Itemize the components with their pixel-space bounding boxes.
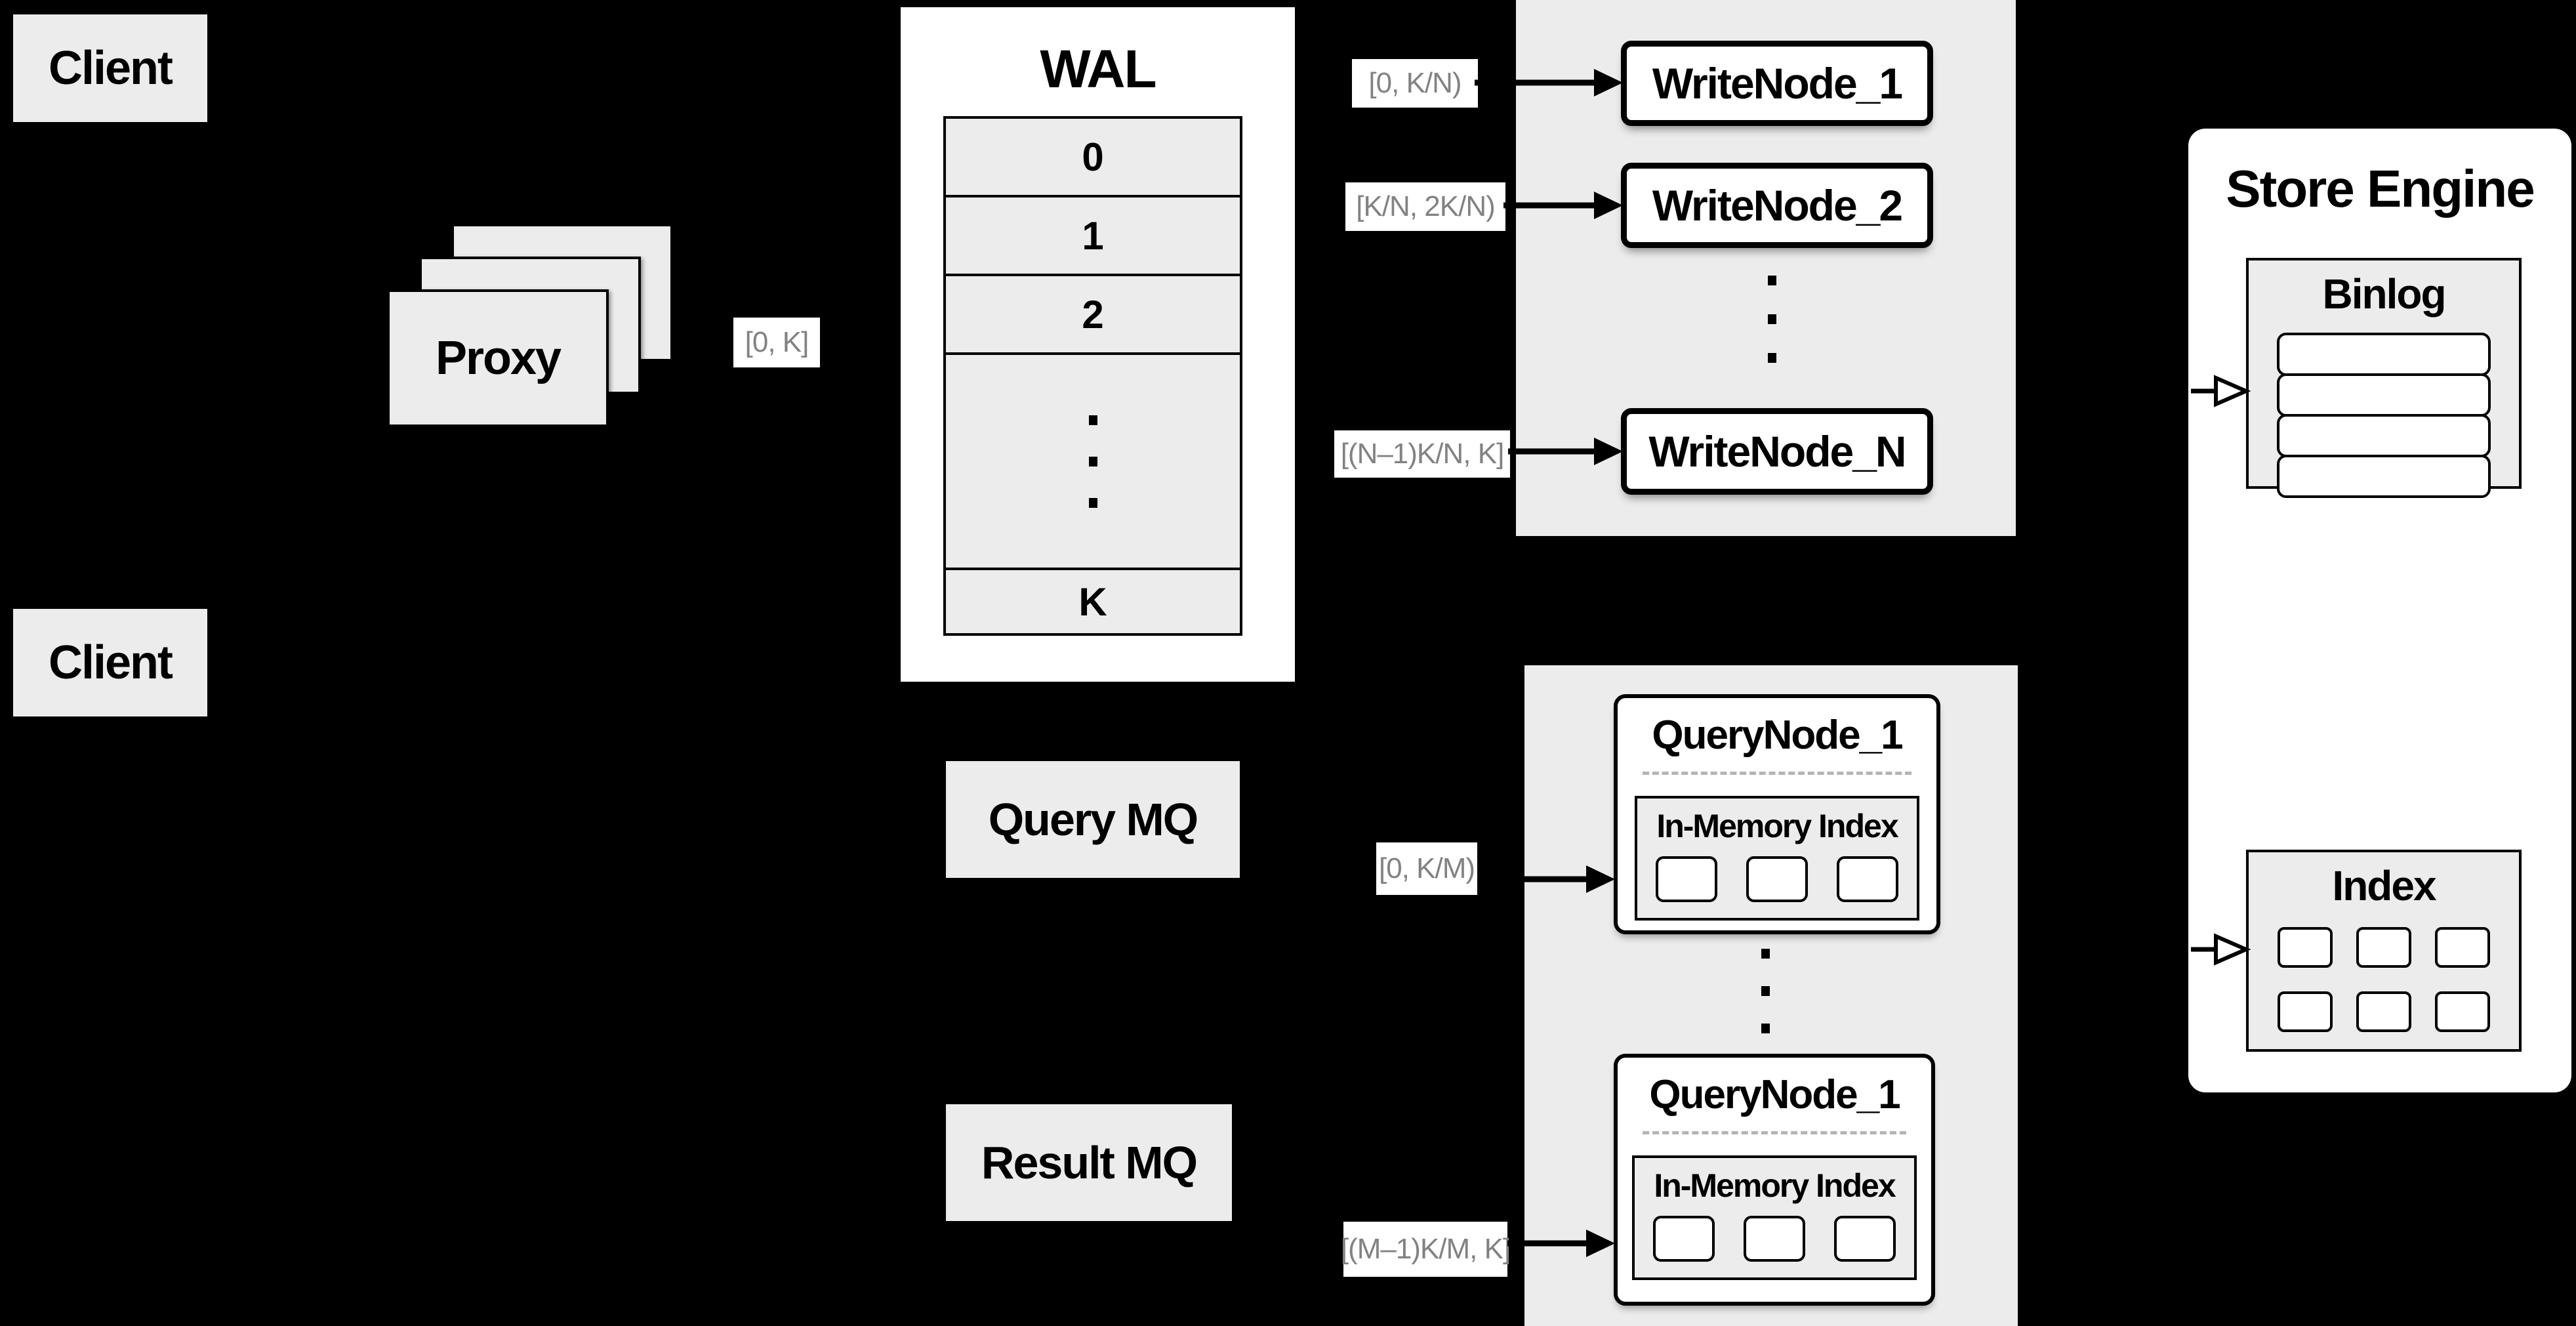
result-mq-label: Result MQ	[981, 1137, 1198, 1188]
memory-segment	[1837, 856, 1898, 902]
index-title: Index	[2332, 862, 2436, 909]
write-node-n: WriteNode_N	[1621, 408, 1933, 495]
query-mq-label: Query MQ	[988, 794, 1199, 845]
proxy-card-front: Proxy	[387, 289, 609, 427]
query-mq-box: Query MQ	[946, 761, 1240, 878]
index-cell	[2356, 991, 2411, 1032]
index-box: Index	[2246, 850, 2522, 1052]
query-node-top: QueryNode_1 In-Memory Index	[1614, 694, 1940, 934]
in-memory-index-title: In-Memory Index	[1654, 1167, 1896, 1204]
memory-segment	[1834, 1216, 1896, 1262]
wal-panel: WAL 0 1 2 K	[901, 7, 1295, 682]
wal-row-k: K	[946, 570, 1240, 633]
wal-row-1: 1	[946, 197, 1240, 276]
client-box-top: Client	[13, 14, 207, 122]
client-top-label: Client	[48, 42, 173, 94]
ellipsis-dot	[1767, 314, 1776, 324]
in-memory-index-box: In-Memory Index	[1632, 1155, 1917, 1280]
memory-segment	[1653, 1216, 1715, 1262]
memory-segment	[1744, 1216, 1805, 1262]
wal-title: WAL	[1040, 39, 1156, 99]
edge-label-0-kn: [0, K/N)	[1352, 59, 1478, 108]
index-cell	[2278, 991, 2333, 1032]
ellipsis-dot	[1767, 352, 1776, 363]
memory-segment	[1656, 856, 1717, 902]
wal-row-2: 2	[946, 276, 1240, 355]
ellipsis-dot	[1767, 275, 1776, 285]
arrow-to-querynode-top	[1477, 865, 1615, 893]
in-memory-index-title: In-Memory Index	[1656, 808, 1898, 844]
client-bottom-label: Client	[48, 636, 173, 689]
index-cell	[2278, 927, 2333, 968]
binlog-segment	[2277, 333, 2491, 376]
query-node-top-title: QueryNode_1	[1652, 712, 1903, 758]
wal-row-ellipsis	[946, 355, 1240, 570]
edge-label-m1km-k: [(M–1)K/M, K]	[1341, 1222, 1511, 1277]
binlog-segment	[2277, 414, 2491, 457]
in-memory-index-box: In-Memory Index	[1635, 796, 1919, 921]
edge-label-kn-2kn: [K/N, 2K/N)	[1345, 182, 1505, 231]
edge-label-0-k: [0, K]	[733, 318, 820, 367]
binlog-segment	[2277, 455, 2491, 498]
write-node-2: WriteNode_2	[1621, 163, 1933, 248]
query-node-divider	[1643, 772, 1912, 775]
arrow-to-querynode-bottom	[1507, 1230, 1615, 1257]
binlog-box: Binlog	[2246, 258, 2522, 498]
result-mq-box: Result MQ	[946, 1104, 1232, 1221]
binlog-segment	[2277, 373, 2491, 417]
client-box-bottom: Client	[13, 609, 207, 716]
wal-table: 0 1 2 K	[943, 116, 1242, 636]
proxy-label: Proxy	[435, 332, 562, 384]
ellipsis-dot	[1761, 948, 1770, 959]
write-node-1: WriteNode_1	[1621, 41, 1933, 126]
ellipsis-dot	[1761, 1023, 1770, 1033]
arrow-to-writenode-n	[1508, 438, 1623, 465]
query-node-divider	[1643, 1131, 1906, 1134]
memory-segment	[1746, 856, 1808, 902]
wal-row-0: 0	[946, 119, 1240, 197]
arrow-to-writenode-1	[1475, 69, 1623, 96]
arrow-to-binlog	[2191, 375, 2251, 407]
ellipsis-dot	[1088, 456, 1097, 466]
index-cell	[2435, 991, 2490, 1032]
ellipsis-dot	[1088, 415, 1097, 425]
proxy-stack: Proxy	[387, 224, 673, 427]
store-engine-panel: Store Engine Binlog Index	[2188, 129, 2571, 1092]
query-nodes-ellipsis	[1761, 947, 1770, 1034]
arrow-to-index	[2191, 933, 2251, 966]
write-nodes-ellipsis	[1767, 274, 1776, 363]
ellipsis-dot	[1761, 985, 1770, 996]
query-node-bottom-title: QueryNode_1	[1649, 1071, 1900, 1117]
edge-label-n1kn-k: [(N–1)K/N, K]	[1334, 430, 1510, 478]
binlog-title: Binlog	[2322, 270, 2446, 318]
store-engine-title: Store Engine	[2226, 159, 2535, 218]
edge-label-0-km: [0, K/M)	[1376, 842, 1477, 895]
index-cell	[2435, 927, 2490, 968]
arrow-to-writenode-2	[1503, 192, 1623, 219]
index-cell	[2356, 927, 2411, 968]
query-node-bottom: QueryNode_1 In-Memory Index	[1614, 1054, 1935, 1306]
ellipsis-dot	[1088, 497, 1097, 508]
